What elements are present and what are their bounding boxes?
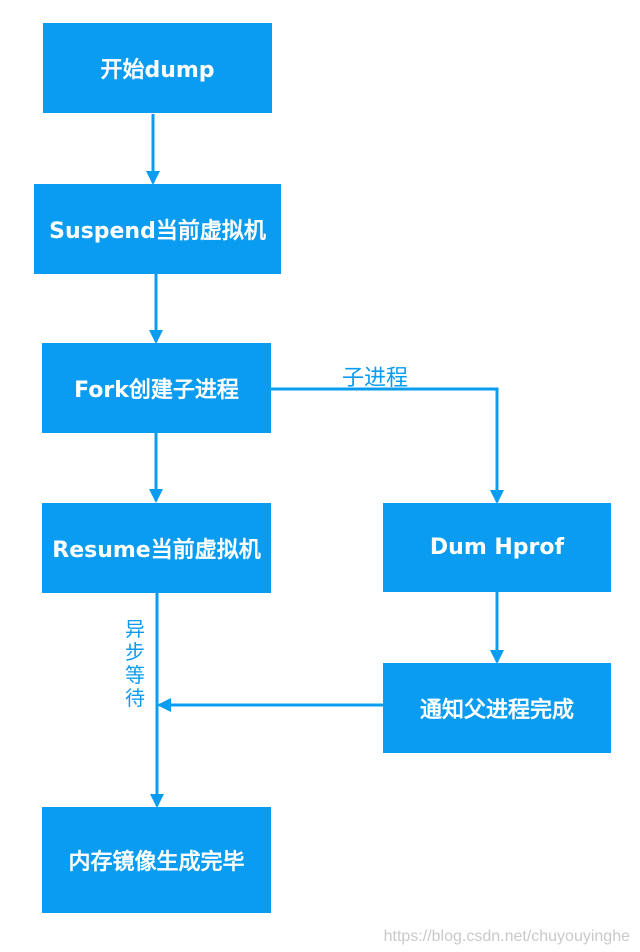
node-start-dump: 开始dump: [43, 23, 272, 113]
arrow-fork-to-dump: [271, 387, 504, 504]
edge-label-child-process: 子进程: [342, 366, 409, 391]
node-suspend-vm: Suspend当前虚拟机: [34, 184, 281, 274]
node-mirror-done: 内存镜像生成完毕: [42, 807, 271, 913]
watermark: https://blog.csdn.net/chuyouyinghe: [383, 928, 630, 945]
node-fork-child: Fork创建子进程: [42, 343, 271, 433]
node-notify-parent: 通知父进程完成: [383, 663, 611, 753]
edge-label-async-wait: 异步等待: [125, 617, 145, 710]
node-resume-vm: Resume当前虚拟机: [42, 503, 271, 593]
node-dump-hprof: Dum Hprof: [383, 503, 611, 592]
